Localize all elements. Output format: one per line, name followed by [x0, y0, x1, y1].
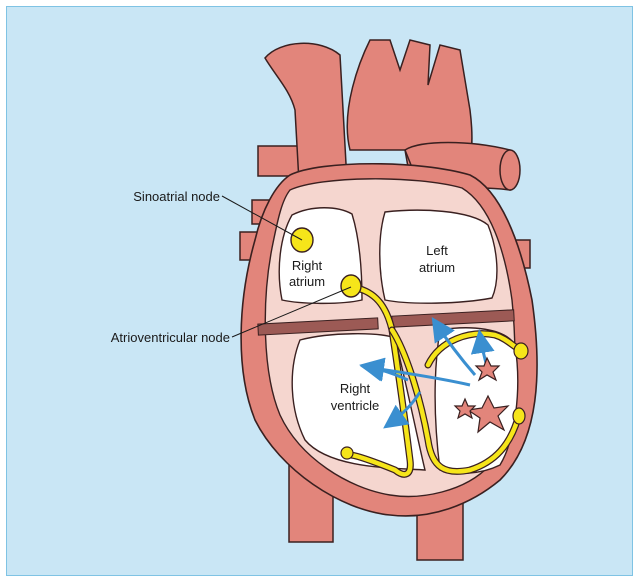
label-left-atrium-line2: atrium	[419, 260, 455, 275]
pathway-end-right-top	[514, 343, 528, 359]
label-left-atrium-line1: Left	[426, 243, 448, 258]
label-atrioventricular-node: Atrioventricular node	[111, 330, 230, 345]
label-right-ventricle-line1: Right	[340, 381, 371, 396]
label-sinoatrial-node: Sinoatrial node	[133, 189, 220, 204]
label-right-atrium-line1: Right	[292, 258, 323, 273]
label-right-ventricle-line2: ventricle	[331, 398, 379, 413]
left-vessel-1	[258, 146, 300, 176]
pathway-end-left	[341, 447, 353, 459]
left-ventricle-chamber	[435, 328, 518, 473]
atrioventricular-node	[341, 275, 361, 297]
pulmonary-artery-opening	[500, 150, 520, 190]
label-right-atrium-line2: atrium	[289, 274, 325, 289]
pathway-end-right-bottom	[513, 408, 525, 424]
